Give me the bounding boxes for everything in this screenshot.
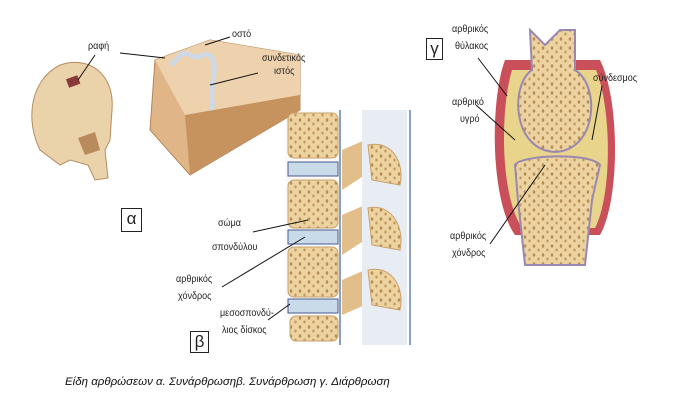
label-vertebral-body-2: σπονδύλου [212, 242, 258, 253]
label-joint-cartilage-2: χόνδρος [452, 248, 486, 259]
spine-illustration [285, 110, 411, 345]
skull-illustration [31, 61, 113, 181]
label-capsule-1: αρθρικός [452, 24, 489, 35]
panel-marker-alpha: α [121, 208, 142, 232]
leader-lines [77, 36, 603, 321]
figure-caption: Είδη αρθρώσεων α. Συνάρθρωσηβ. Συνάρθρωσ… [65, 376, 390, 388]
label-connective-tissue-2: ιστός [274, 66, 295, 77]
label-disc-1: μεσοσπονδύ- [220, 308, 274, 319]
label-synovial-fluid-2: υγρό [460, 114, 480, 125]
panel-marker-gamma: γ [426, 38, 443, 60]
label-vertebral-body-1: σώμα [218, 218, 241, 229]
bone-section-illustration [149, 39, 301, 176]
synovial-joint-illustration [494, 27, 615, 266]
label-disc-2: λιος δίσκος [222, 325, 267, 336]
label-ligament: σύνδεσμος [593, 73, 638, 84]
panel-marker-beta: β [190, 331, 209, 353]
label-synovial-fluid-1: αρθρικό [452, 97, 484, 108]
label-articular-cartilage-1: αρθρικός [176, 274, 213, 285]
label-suture: ραφή [88, 41, 110, 52]
label-joint-cartilage-1: αρθρικός [450, 231, 487, 242]
label-articular-cartilage-2: χόνδρος [178, 291, 212, 302]
label-capsule-2: θύλακος [455, 41, 489, 52]
label-connective-tissue-1: συνδετικός [262, 53, 306, 64]
label-bone: οστό [232, 29, 252, 40]
